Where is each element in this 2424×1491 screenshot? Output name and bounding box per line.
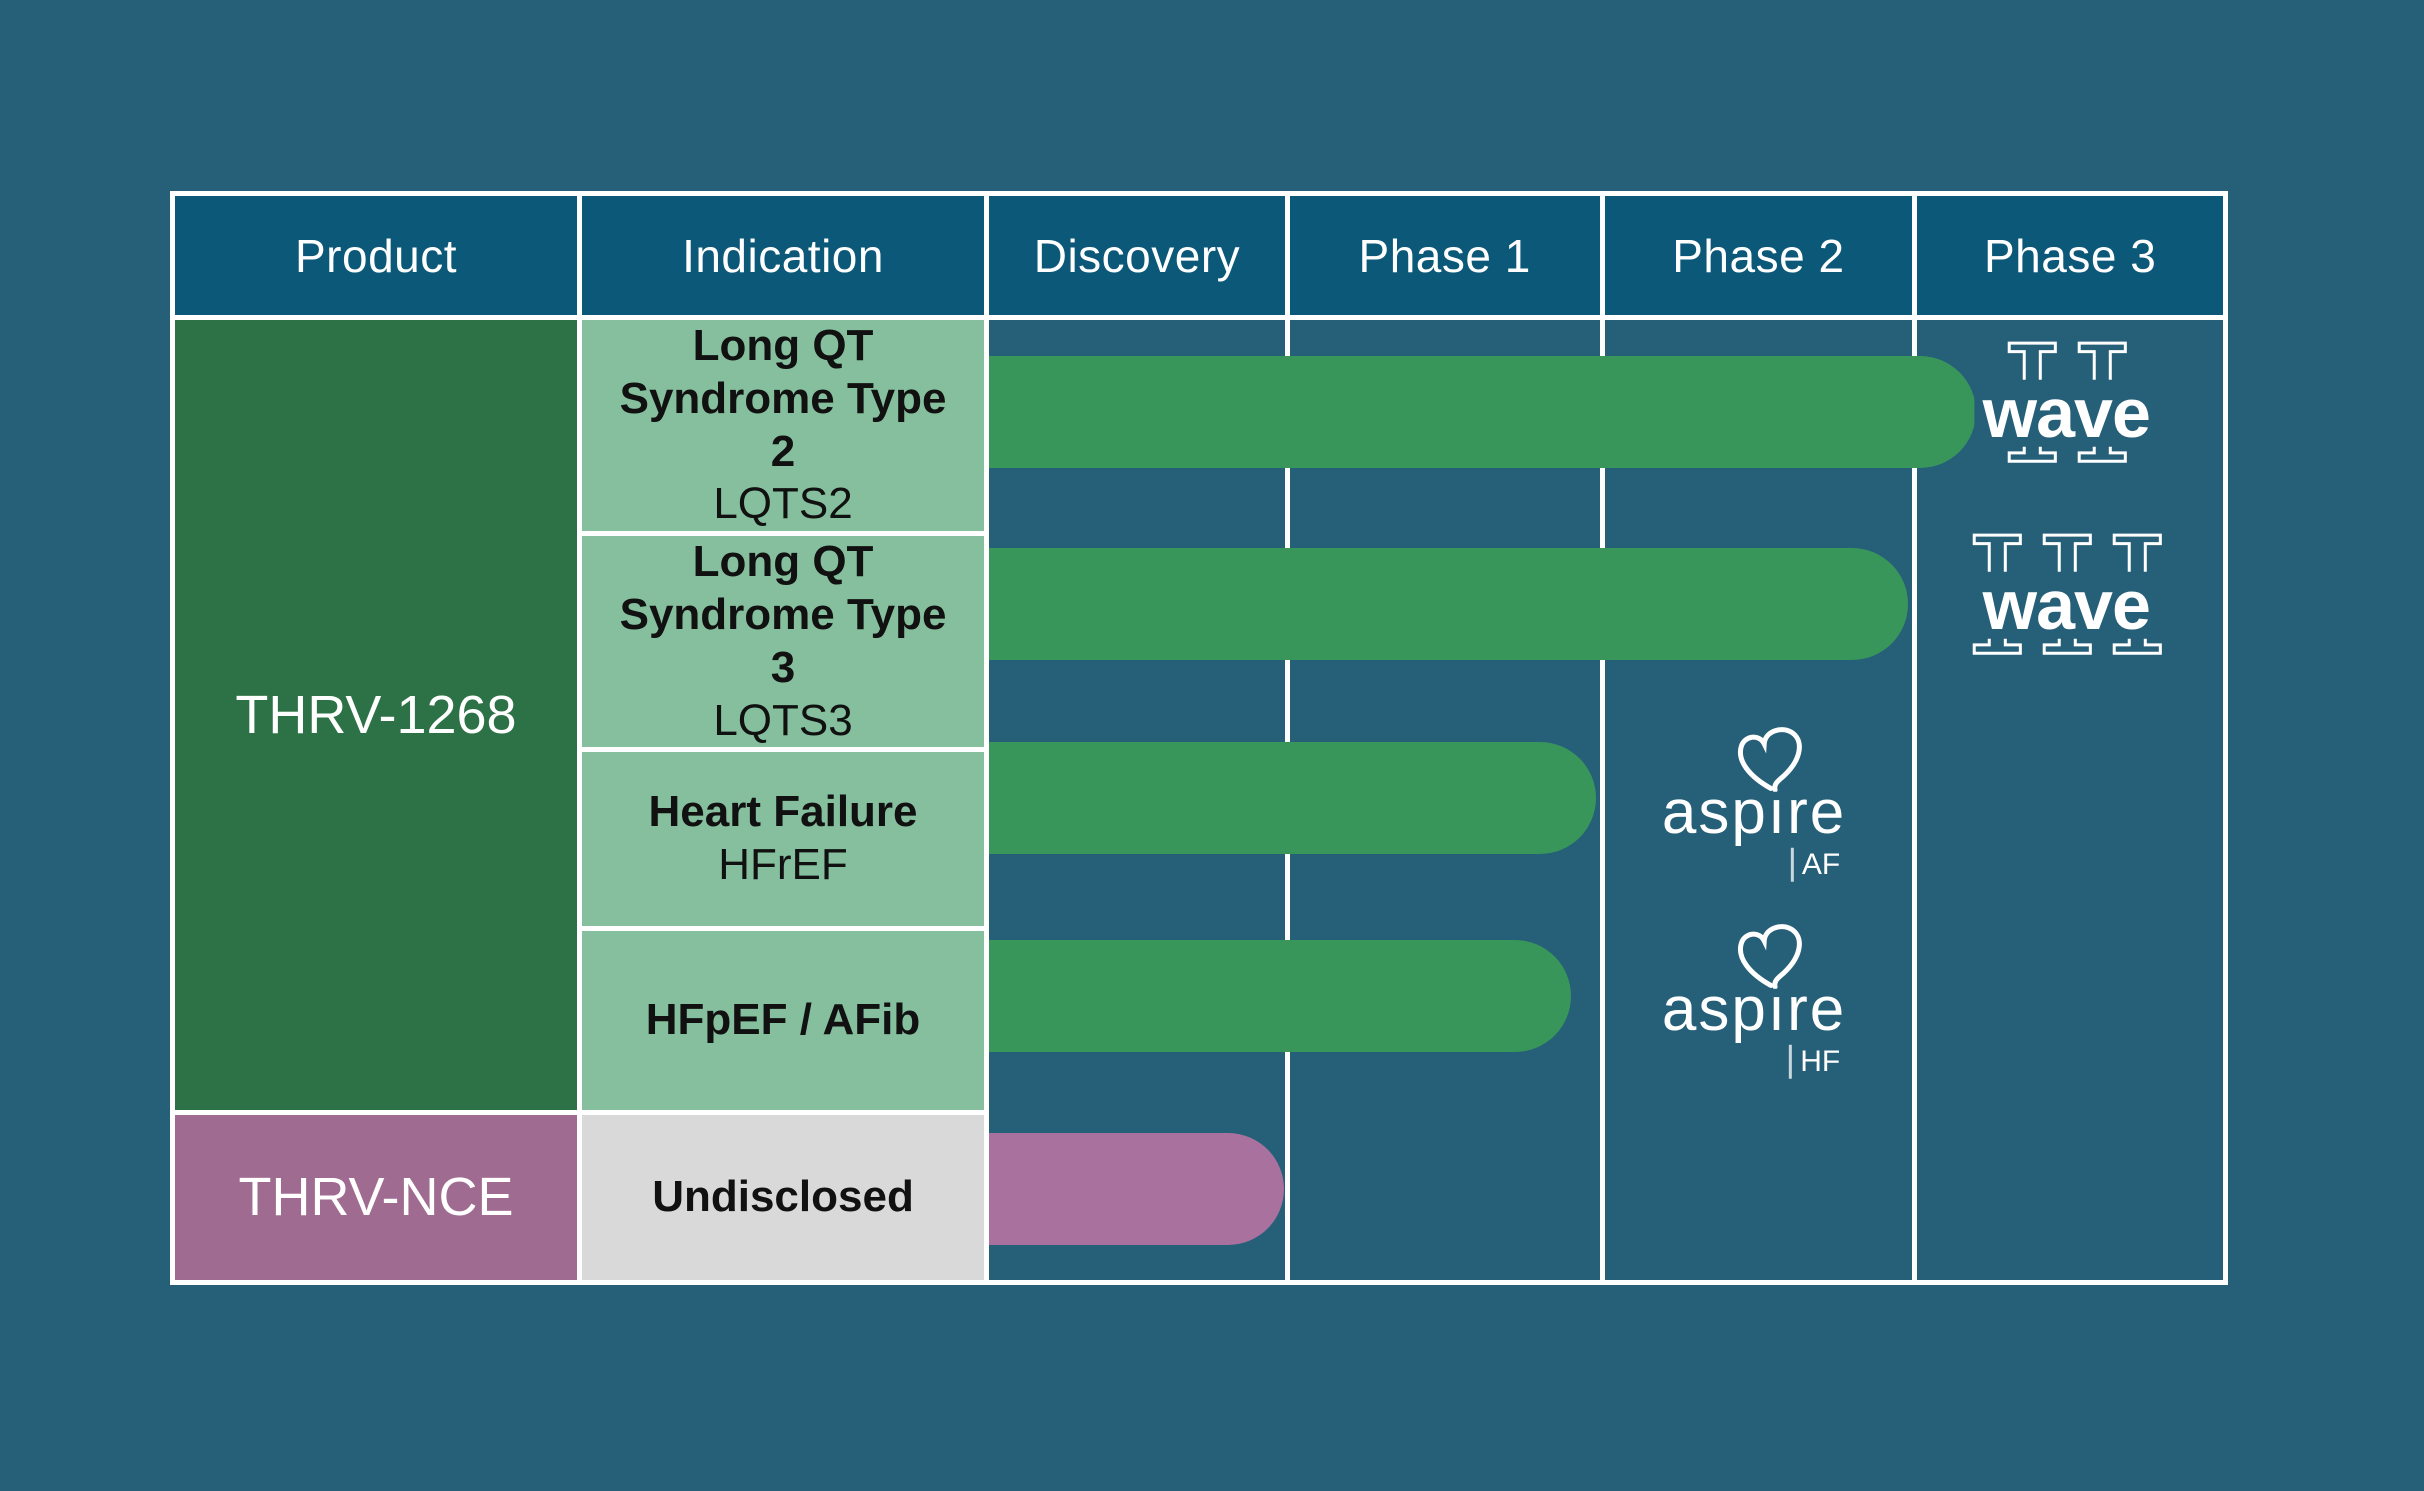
progress-bar-lqts2 bbox=[989, 356, 1977, 469]
indication-cell-lqts2: Long QT Syndrome Type 2 LQTS2 bbox=[582, 320, 985, 532]
product-cell-thrv-1268: THRV-1268 bbox=[175, 320, 578, 1110]
aspire-af-trial-logo: aspıre AF bbox=[1662, 726, 1846, 883]
indication-cell-hfpef-afib: HFpEF / AFib bbox=[582, 930, 985, 1110]
indication-abbrev: HFrEF bbox=[718, 840, 848, 890]
indication-cell-undisclosed: Undisclosed bbox=[582, 1114, 985, 1280]
indication-abbrev: LQTS3 bbox=[713, 695, 853, 745]
aspire-wordmark: aspıre bbox=[1661, 974, 1847, 1044]
column-header-product: Product bbox=[175, 196, 578, 315]
indication-title: Long QT Syndrome Type 3 bbox=[619, 537, 947, 692]
aspire-wordmark: aspıre bbox=[1661, 777, 1847, 847]
indication-cell-lqts3: Long QT Syndrome Type 3 LQTS3 bbox=[582, 536, 985, 748]
indication-abbrev: LQTS2 bbox=[713, 479, 853, 529]
column-divider-phase2-phase3 bbox=[1912, 320, 1918, 1280]
heart-icon bbox=[1738, 923, 1802, 989]
pipeline-table: Product Indication Discovery Phase 1 Pha… bbox=[170, 191, 2228, 1285]
wave-wordmark: wave bbox=[1974, 378, 2158, 448]
indication-title: HFpEF / AFib bbox=[645, 994, 921, 1044]
aspire-hf-trial-logo: aspıre HF bbox=[1662, 922, 1846, 1079]
progress-bar-undisclosed bbox=[989, 1133, 1284, 1246]
column-header-phase-1: Phase 1 bbox=[1289, 196, 1600, 315]
aspire-af-label: AF bbox=[1790, 847, 1840, 883]
product-cell-thrv-nce: THRV-NCE bbox=[175, 1114, 578, 1280]
indication-cell-hfref: Heart Failure HFrEF bbox=[582, 752, 985, 926]
indication-title: Undisclosed bbox=[652, 1171, 914, 1221]
wave-wordmark: wave bbox=[1974, 570, 2158, 640]
indication-title: Heart Failure bbox=[648, 787, 918, 837]
column-header-phase-2: Phase 2 bbox=[1604, 196, 1913, 315]
wave-iii-trial-logo: III wave bbox=[1964, 516, 2171, 681]
phase-progress-area: II wave III wave aspıre AF aspıre HF bbox=[989, 320, 2223, 1280]
column-header-discovery: Discovery bbox=[989, 196, 1285, 315]
indication-title: Long QT Syndrome Type 2 bbox=[619, 321, 947, 476]
aspire-hf-label: HF bbox=[1789, 1044, 1840, 1079]
progress-bar-hfpef-afib bbox=[989, 939, 1572, 1053]
progress-bar-lqts3 bbox=[989, 548, 1909, 661]
column-header-phase-3: Phase 3 bbox=[1917, 196, 2223, 315]
wave-ii-trial-logo: II wave bbox=[1974, 324, 2158, 489]
progress-bar-hfref bbox=[989, 742, 1597, 855]
heart-icon bbox=[1738, 726, 1802, 792]
column-divider-phase1-phase2 bbox=[1599, 320, 1605, 1280]
column-header-indication: Indication bbox=[582, 196, 985, 315]
